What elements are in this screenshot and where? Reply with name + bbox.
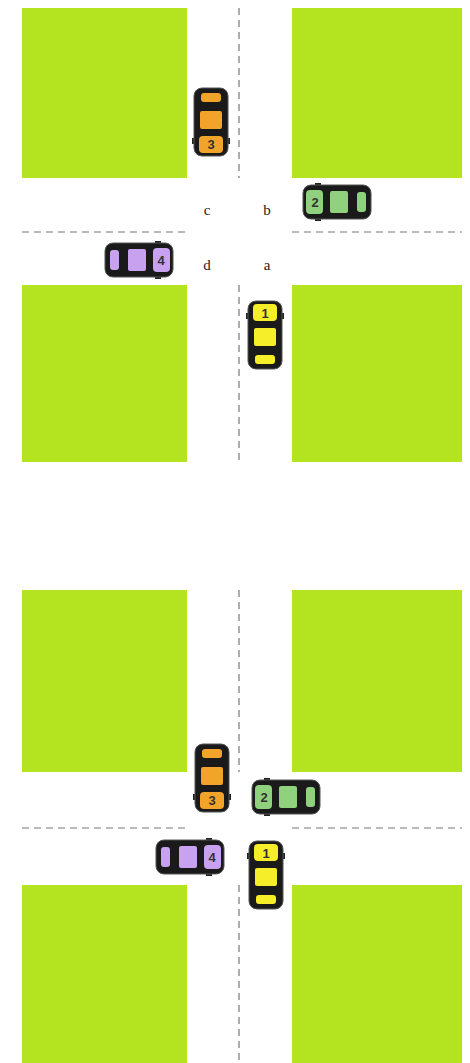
car-number: 4 (157, 254, 164, 267)
car-number: 2 (260, 791, 267, 804)
lane-dividers (22, 8, 462, 1063)
car-number: 1 (261, 307, 268, 320)
position-letter: d (203, 258, 211, 273)
car-number: 3 (207, 138, 214, 151)
city-blocks (22, 8, 462, 1063)
car (192, 88, 230, 156)
car-number: 1 (262, 847, 269, 860)
car-number: 4 (208, 851, 215, 864)
position-letter: b (263, 203, 271, 218)
car (105, 241, 173, 279)
car (246, 301, 284, 369)
position-letter: c (204, 203, 211, 218)
car-number: 2 (311, 196, 318, 209)
cars (105, 88, 371, 909)
car (303, 183, 371, 221)
car (193, 744, 231, 812)
car (252, 778, 320, 816)
car-number: 3 (208, 794, 215, 807)
position-letter: a (264, 258, 271, 273)
car (247, 841, 285, 909)
car (156, 838, 224, 876)
